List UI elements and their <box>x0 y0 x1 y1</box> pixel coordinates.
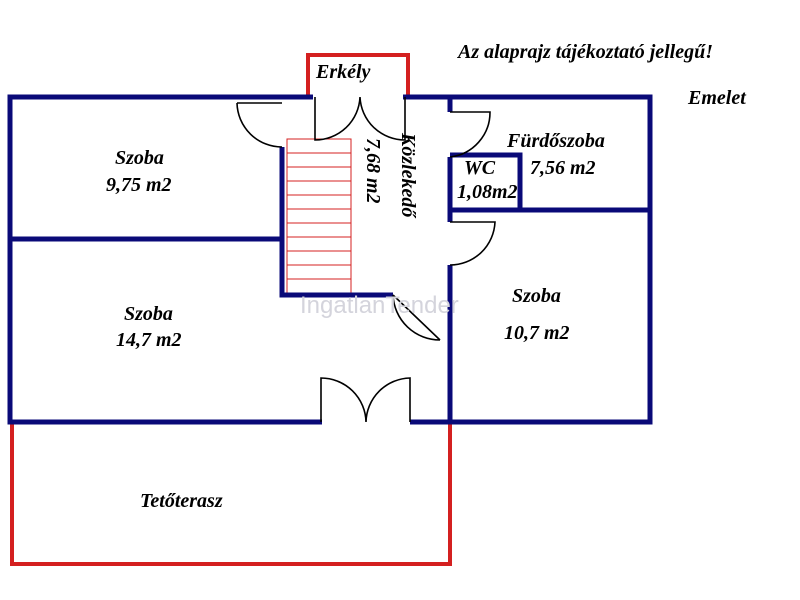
room-area-hallway: 7,68 m2 <box>362 138 384 204</box>
room-area-bedroom-1: 9,75 m2 <box>106 174 172 196</box>
doors <box>236 96 496 423</box>
room-name-bedroom-2: Szoba <box>124 303 173 325</box>
room-name-bathroom: Fürdőszoba <box>506 130 605 152</box>
roof-terrace-outline <box>10 422 452 566</box>
room-area-wc: 1,08m2 <box>457 181 518 203</box>
room-name-bedroom-3: Szoba <box>512 285 561 307</box>
watermark: IngatlanTender <box>300 292 459 319</box>
walls <box>7 94 653 425</box>
floor-label: Emelet <box>687 87 747 109</box>
room-name-hallway: Közlekedő <box>397 132 419 219</box>
room-name-roof-terrace: Tetőterasz <box>140 490 223 512</box>
room-name-wc: WC <box>464 157 496 179</box>
disclaimer-note: Az alaprajz tájékoztató jellegű! <box>456 41 713 63</box>
room-area-bedroom-2: 14,7 m2 <box>116 329 182 351</box>
balcony-outline <box>306 53 410 97</box>
staircase <box>286 138 352 295</box>
stair-outline <box>286 138 352 295</box>
room-area-bathroom: 7,56 m2 <box>530 157 596 179</box>
room-name-bedroom-1: Szoba <box>115 147 164 169</box>
room-area-bedroom-3: 10,7 m2 <box>504 322 570 344</box>
room-name-balcony: Erkély <box>315 61 371 83</box>
